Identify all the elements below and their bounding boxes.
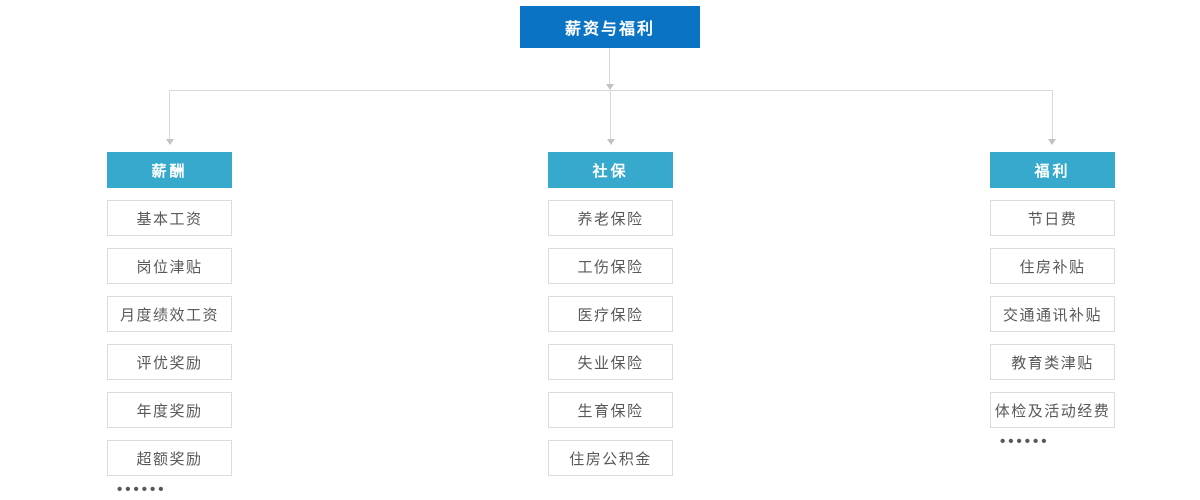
column-compensation: 薪酬基本工资岗位津贴月度绩效工资评优奖励年度奖励超额奖励 •••••• bbox=[107, 152, 232, 497]
column-social-insurance: 社保养老保险工伤保险医疗保险失业保险生育保险住房公积金 bbox=[548, 152, 673, 476]
item-box: 超额奖励 bbox=[107, 440, 232, 476]
ellipsis-dots: •••••• bbox=[117, 481, 167, 498]
item-box: 节日费 bbox=[990, 200, 1115, 236]
item-box: 生育保险 bbox=[548, 392, 673, 428]
item-box: 工伤保险 bbox=[548, 248, 673, 284]
item-box: 年度奖励 bbox=[107, 392, 232, 428]
column-header-compensation: 薪酬 bbox=[107, 152, 232, 188]
ellipsis-dots: •••••• bbox=[1000, 433, 1050, 450]
column-header-social-insurance: 社保 bbox=[548, 152, 673, 188]
connector-drop-right-arrow-icon bbox=[1048, 139, 1056, 145]
connector-horizontal-rail bbox=[169, 90, 1053, 91]
connector-drop-left-arrow-icon bbox=[166, 139, 174, 145]
item-box: 月度绩效工资 bbox=[107, 296, 232, 332]
item-box: 教育类津贴 bbox=[990, 344, 1115, 380]
item-box: 失业保险 bbox=[548, 344, 673, 380]
column-header-benefits: 福利 bbox=[990, 152, 1115, 188]
item-box: 岗位津贴 bbox=[107, 248, 232, 284]
connector-drop-center bbox=[610, 91, 611, 140]
column-benefits: 福利节日费住房补贴交通通讯补贴教育类津贴体检及活动经费 •••••• bbox=[990, 152, 1115, 449]
connector-root-vertical bbox=[609, 48, 610, 85]
item-box: 体检及活动经费 bbox=[990, 392, 1115, 428]
connector-drop-center-arrow-icon bbox=[607, 139, 615, 145]
item-box: 住房补贴 bbox=[990, 248, 1115, 284]
item-box: 交通通讯补贴 bbox=[990, 296, 1115, 332]
item-box: 基本工资 bbox=[107, 200, 232, 236]
item-box: 评优奖励 bbox=[107, 344, 232, 380]
connector-junction-arrow-icon bbox=[606, 84, 614, 90]
connector-drop-right bbox=[1052, 91, 1053, 140]
item-box: 医疗保险 bbox=[548, 296, 673, 332]
connector-drop-left bbox=[169, 91, 170, 140]
item-box: 住房公积金 bbox=[548, 440, 673, 476]
root-node: 薪资与福利 bbox=[520, 6, 700, 48]
item-box: 养老保险 bbox=[548, 200, 673, 236]
